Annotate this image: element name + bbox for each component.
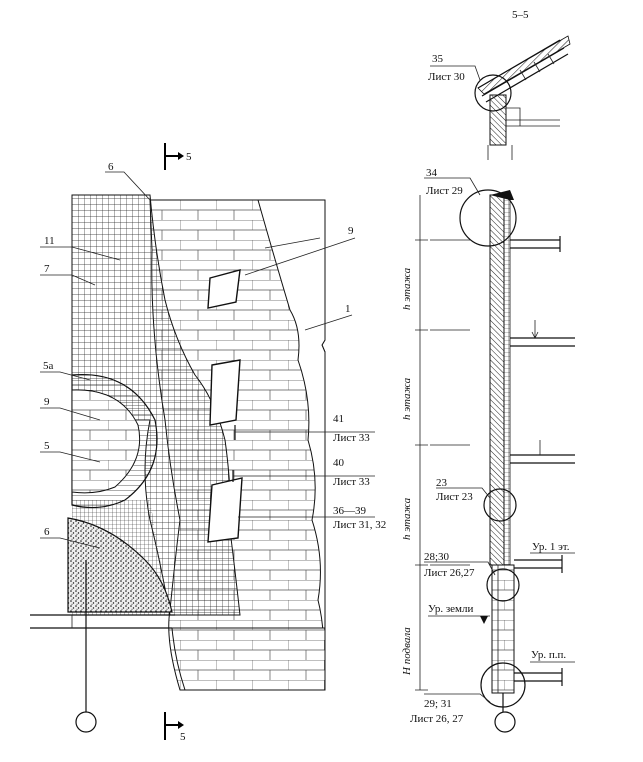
axis-marker-left — [75, 711, 97, 733]
axis-marker-right — [494, 711, 516, 733]
svg-text:Ур. земли: Ур. земли — [428, 603, 473, 615]
svg-text:23: 23 — [436, 477, 448, 489]
opening-upper — [207, 269, 241, 309]
svg-text:Ур. п.п.: Ур. п.п. — [531, 649, 566, 661]
label-7: 7 — [44, 263, 50, 275]
svg-text:34: 34 — [426, 167, 438, 179]
ref-40-sheet: Лист 33 — [333, 476, 370, 488]
height-dimension: h этажа h этажа h этажа H подвала — [401, 195, 470, 691]
svg-text:29; 31: 29; 31 — [424, 698, 452, 710]
facade-callouts: 6 11 7 5а 9 5 6 9 1 41 Лист 33 40 Лист 3… — [40, 161, 386, 549]
label-6-top: 6 — [108, 161, 114, 173]
facade-view — [30, 194, 326, 733]
wall-section-upper — [489, 194, 505, 566]
section-cut-top: 5 — [164, 143, 192, 170]
detail-circle-28-30 — [486, 568, 520, 602]
label-9-left: 9 — [44, 396, 50, 408]
ref-40: 40 — [333, 457, 345, 469]
svg-text:Лист 23: Лист 23 — [436, 491, 473, 503]
svg-text:5: 5 — [186, 151, 192, 163]
roof-eave-detail: 35 Лист 30 — [428, 35, 571, 160]
ref-36-39: 36—39 — [333, 505, 367, 517]
svg-text:5: 5 — [180, 731, 186, 743]
svg-text:h этажа: h этажа — [401, 267, 413, 310]
opening-middle — [209, 359, 241, 426]
section-title: 5–5 — [512, 9, 529, 21]
arch-brick-core — [71, 389, 141, 494]
label-5: 5 — [44, 440, 50, 452]
svg-text:Лист 29: Лист 29 — [426, 185, 463, 197]
label-11: 11 — [44, 235, 55, 247]
detail-circle-34 — [459, 189, 517, 247]
ref-36-39-sheet: Лист 31, 32 — [333, 519, 386, 531]
label-9-right: 9 — [348, 225, 354, 237]
svg-text:Лист 26, 27: Лист 26, 27 — [410, 713, 464, 725]
svg-text:H подвала: H подвала — [401, 627, 413, 676]
ref-41: 41 — [333, 413, 344, 425]
detail-circle-35 — [474, 74, 512, 112]
section-view: 5–5 35 Лист 30 — [401, 9, 575, 733]
label-5a: 5а — [43, 360, 54, 372]
plinth-line — [30, 614, 175, 629]
svg-text:Ур. 1 эт.: Ур. 1 эт. — [532, 541, 570, 553]
detail-circle-23 — [483, 488, 517, 522]
svg-text:h этажа: h этажа — [401, 497, 413, 540]
svg-text:h этажа: h этажа — [401, 377, 413, 420]
brick-masonry-lower — [171, 627, 326, 691]
label-6-bottom: 6 — [44, 526, 50, 538]
insulation-layer — [503, 194, 511, 566]
section-cut-bottom: 5 — [164, 712, 186, 743]
svg-text:35: 35 — [432, 53, 444, 65]
svg-text:28;30: 28;30 — [424, 551, 450, 563]
floor-slabs — [510, 236, 575, 686]
ref-41-sheet: Лист 33 — [333, 432, 370, 444]
svg-text:Лист 30: Лист 30 — [428, 71, 465, 83]
label-1: 1 — [345, 303, 351, 315]
stone-base — [67, 517, 173, 613]
wall-section-basement — [491, 564, 515, 694]
opening-lower — [207, 477, 243, 543]
svg-text:Лист 26,27: Лист 26,27 — [424, 567, 475, 579]
